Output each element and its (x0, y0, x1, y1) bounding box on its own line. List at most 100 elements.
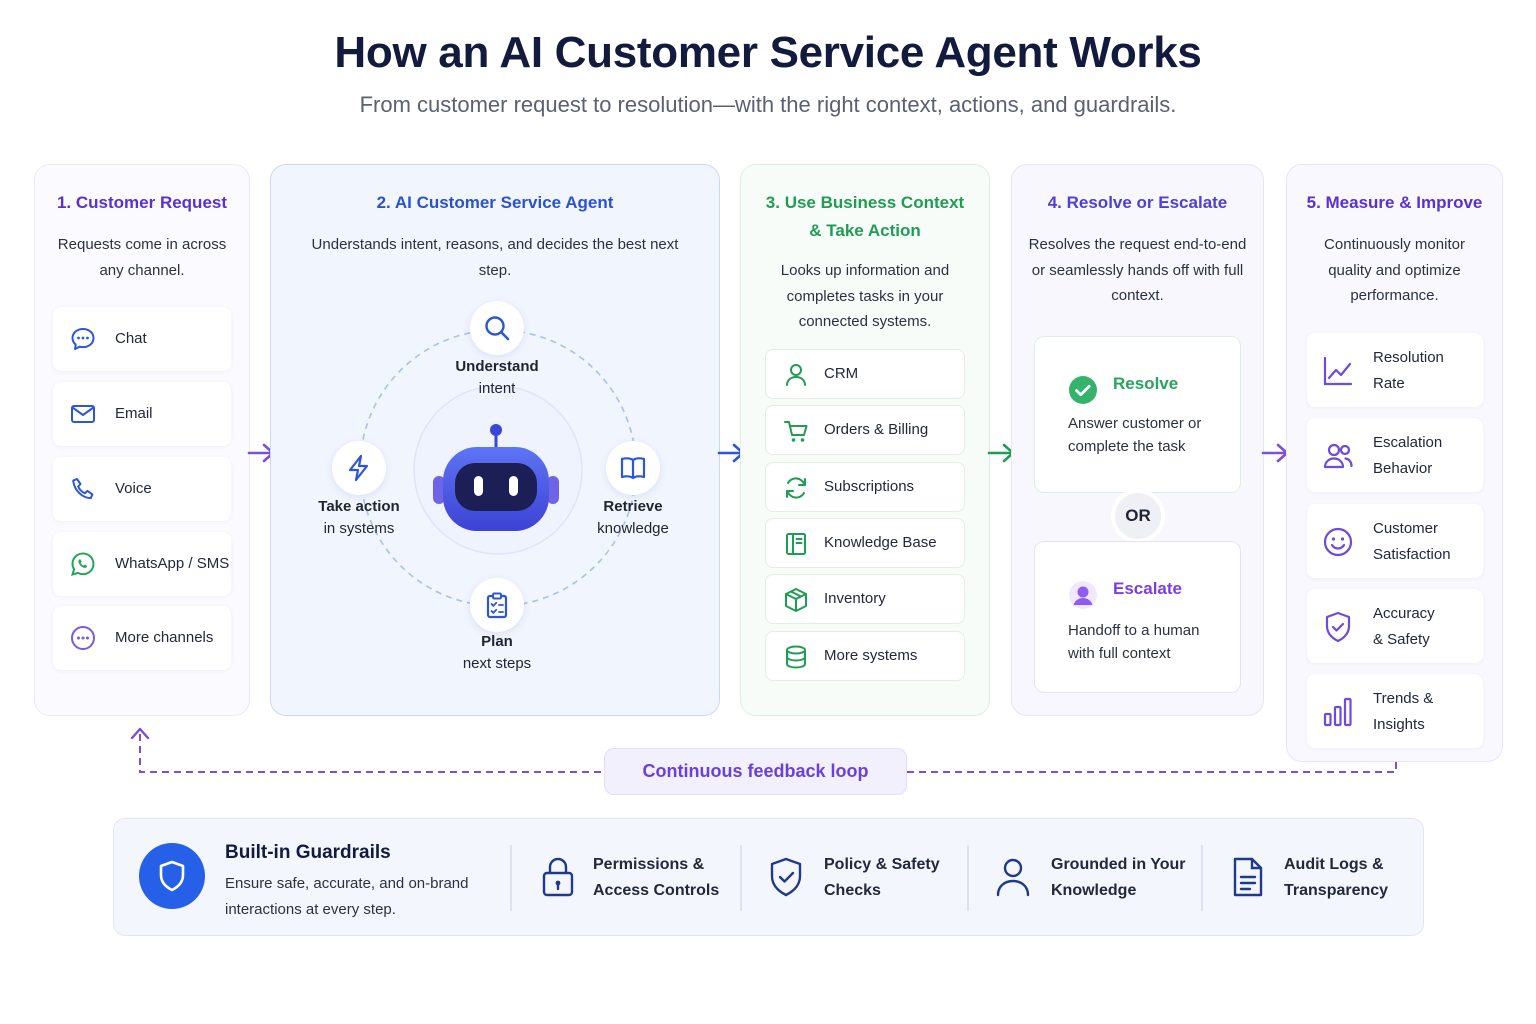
channel-email[interactable]: Email (53, 382, 231, 446)
channel-label: Email (115, 405, 153, 422)
guardrails-panel: Built-in Guardrails Ensure safe, accurat… (113, 818, 1424, 936)
book-icon (620, 457, 646, 480)
resolve-title: Resolve (1113, 374, 1179, 393)
channel-label: Chat (115, 330, 147, 347)
guardrail-label: Audit Logs &Transparency (1284, 856, 1389, 899)
metric-trends-insights[interactable]: Trends &Insights (1307, 674, 1483, 748)
escalate-title: Escalate (1113, 579, 1182, 598)
check-circle-icon (1069, 376, 1097, 404)
box-icon (785, 588, 807, 612)
step-ai-agent: 2. AI Customer Service Agent Understands… (270, 164, 720, 716)
search-icon (485, 316, 510, 341)
metric-label: Accuracy& Safety (1373, 605, 1435, 648)
or-badge: OR (1111, 489, 1165, 543)
user-icon (786, 364, 806, 386)
line-chart-icon (1323, 356, 1353, 386)
resolve-text: Answer customer or complete the task (1068, 415, 1202, 455)
system-more[interactable]: More systems (765, 631, 965, 681)
smiley-icon (1323, 527, 1353, 557)
document-icon (1233, 857, 1263, 897)
users-icon (1323, 443, 1353, 469)
step5-desc: Continuously monitor quality and optimiz… (1324, 236, 1465, 304)
system-inventory[interactable]: Inventory (765, 574, 965, 624)
guardrail-label: Permissions &Access Controls (593, 856, 720, 899)
guardrails-title: Built-in Guardrails (225, 842, 391, 863)
channel-whatsapp-sms[interactable]: WhatsApp / SMS (53, 532, 231, 596)
step-measure-improve: 5. Measure & Improve Continuously monito… (1286, 164, 1503, 762)
avatar-icon (1069, 581, 1097, 609)
channel-label: More channels (115, 629, 214, 646)
divider (510, 845, 512, 911)
channel-label: Voice (115, 480, 152, 497)
metric-accuracy-safety[interactable]: Accuracy& Safety (1307, 589, 1483, 663)
envelope-icon (71, 405, 95, 423)
system-label: CRM (824, 365, 859, 382)
lock-icon (542, 857, 574, 897)
guardrail-audit-logs: Audit Logs &Transparency (1201, 819, 1423, 935)
step3-desc: Looks up information and completes tasks… (780, 262, 950, 330)
system-label: Subscriptions (824, 478, 915, 495)
step5-title: 5. Measure & Improve (1306, 193, 1483, 212)
escalate-text: Handoff to a human with full context (1068, 622, 1200, 662)
system-label: More systems (824, 647, 918, 664)
step1-title: 1. Customer Request (56, 193, 228, 212)
guardrail-permissions: Permissions &Access Controls (510, 819, 740, 935)
resolve-card[interactable]: Resolve Answer customer or complete the … (1034, 336, 1241, 493)
system-subscriptions[interactable]: Subscriptions (765, 462, 965, 512)
step2-title: 2. AI Customer Service Agent (376, 193, 614, 212)
step-customer-request: 1. Customer Request Requests come in acr… (34, 164, 250, 716)
step-resolve-escalate: 4. Resolve or Escalate Resolves the requ… (1011, 164, 1264, 716)
database-icon (786, 645, 806, 669)
divider (967, 845, 969, 911)
step2-desc: Understands intent, reasons, and decides… (311, 236, 679, 279)
cart-icon (784, 421, 808, 442)
node-action (332, 441, 386, 495)
channel-more[interactable]: More channels (53, 606, 231, 670)
node-retrieve (606, 441, 660, 495)
step4-title: 4. Resolve or Escalate (1047, 193, 1228, 212)
channel-voice[interactable]: Voice (53, 457, 231, 521)
feedback-loop-label: Continuous feedback loop (604, 748, 907, 795)
system-knowledge-base[interactable]: Knowledge Base (765, 518, 965, 568)
page-title: How an AI Customer Service Agent Works (334, 28, 1202, 77)
lightning-icon (348, 454, 369, 482)
shield-check-icon (770, 857, 802, 897)
chat-bubble-icon (71, 328, 95, 350)
system-label: Inventory (824, 590, 886, 607)
guardrails-badge (139, 843, 205, 909)
shield-icon (159, 860, 185, 892)
book-icon (786, 533, 806, 555)
node-plan (470, 578, 524, 632)
feedback-loop-line (130, 727, 1397, 773)
divider (740, 845, 742, 911)
more-dots-icon (71, 626, 95, 650)
bar-chart-icon (1323, 697, 1352, 727)
system-crm[interactable]: CRM (765, 349, 965, 399)
system-label: Knowledge Base (824, 534, 937, 551)
node-understand (470, 301, 524, 355)
metric-label: Trends &Insights (1373, 690, 1434, 733)
escalate-card[interactable]: Escalate Handoff to a human with full co… (1034, 541, 1241, 693)
shield-check-icon (1325, 611, 1351, 643)
page-subtitle: From customer request to resolution—with… (359, 92, 1177, 117)
clipboard-icon (486, 592, 508, 619)
system-orders-billing[interactable]: Orders & Billing (765, 405, 965, 455)
step4-desc: Resolves the request end-to-end or seaml… (1028, 236, 1247, 304)
step3-title: 3. Use Business Context& Take Action (765, 193, 965, 240)
channel-chat[interactable]: Chat (53, 307, 231, 371)
step1-desc: Requests come in across any channel. (57, 236, 227, 279)
